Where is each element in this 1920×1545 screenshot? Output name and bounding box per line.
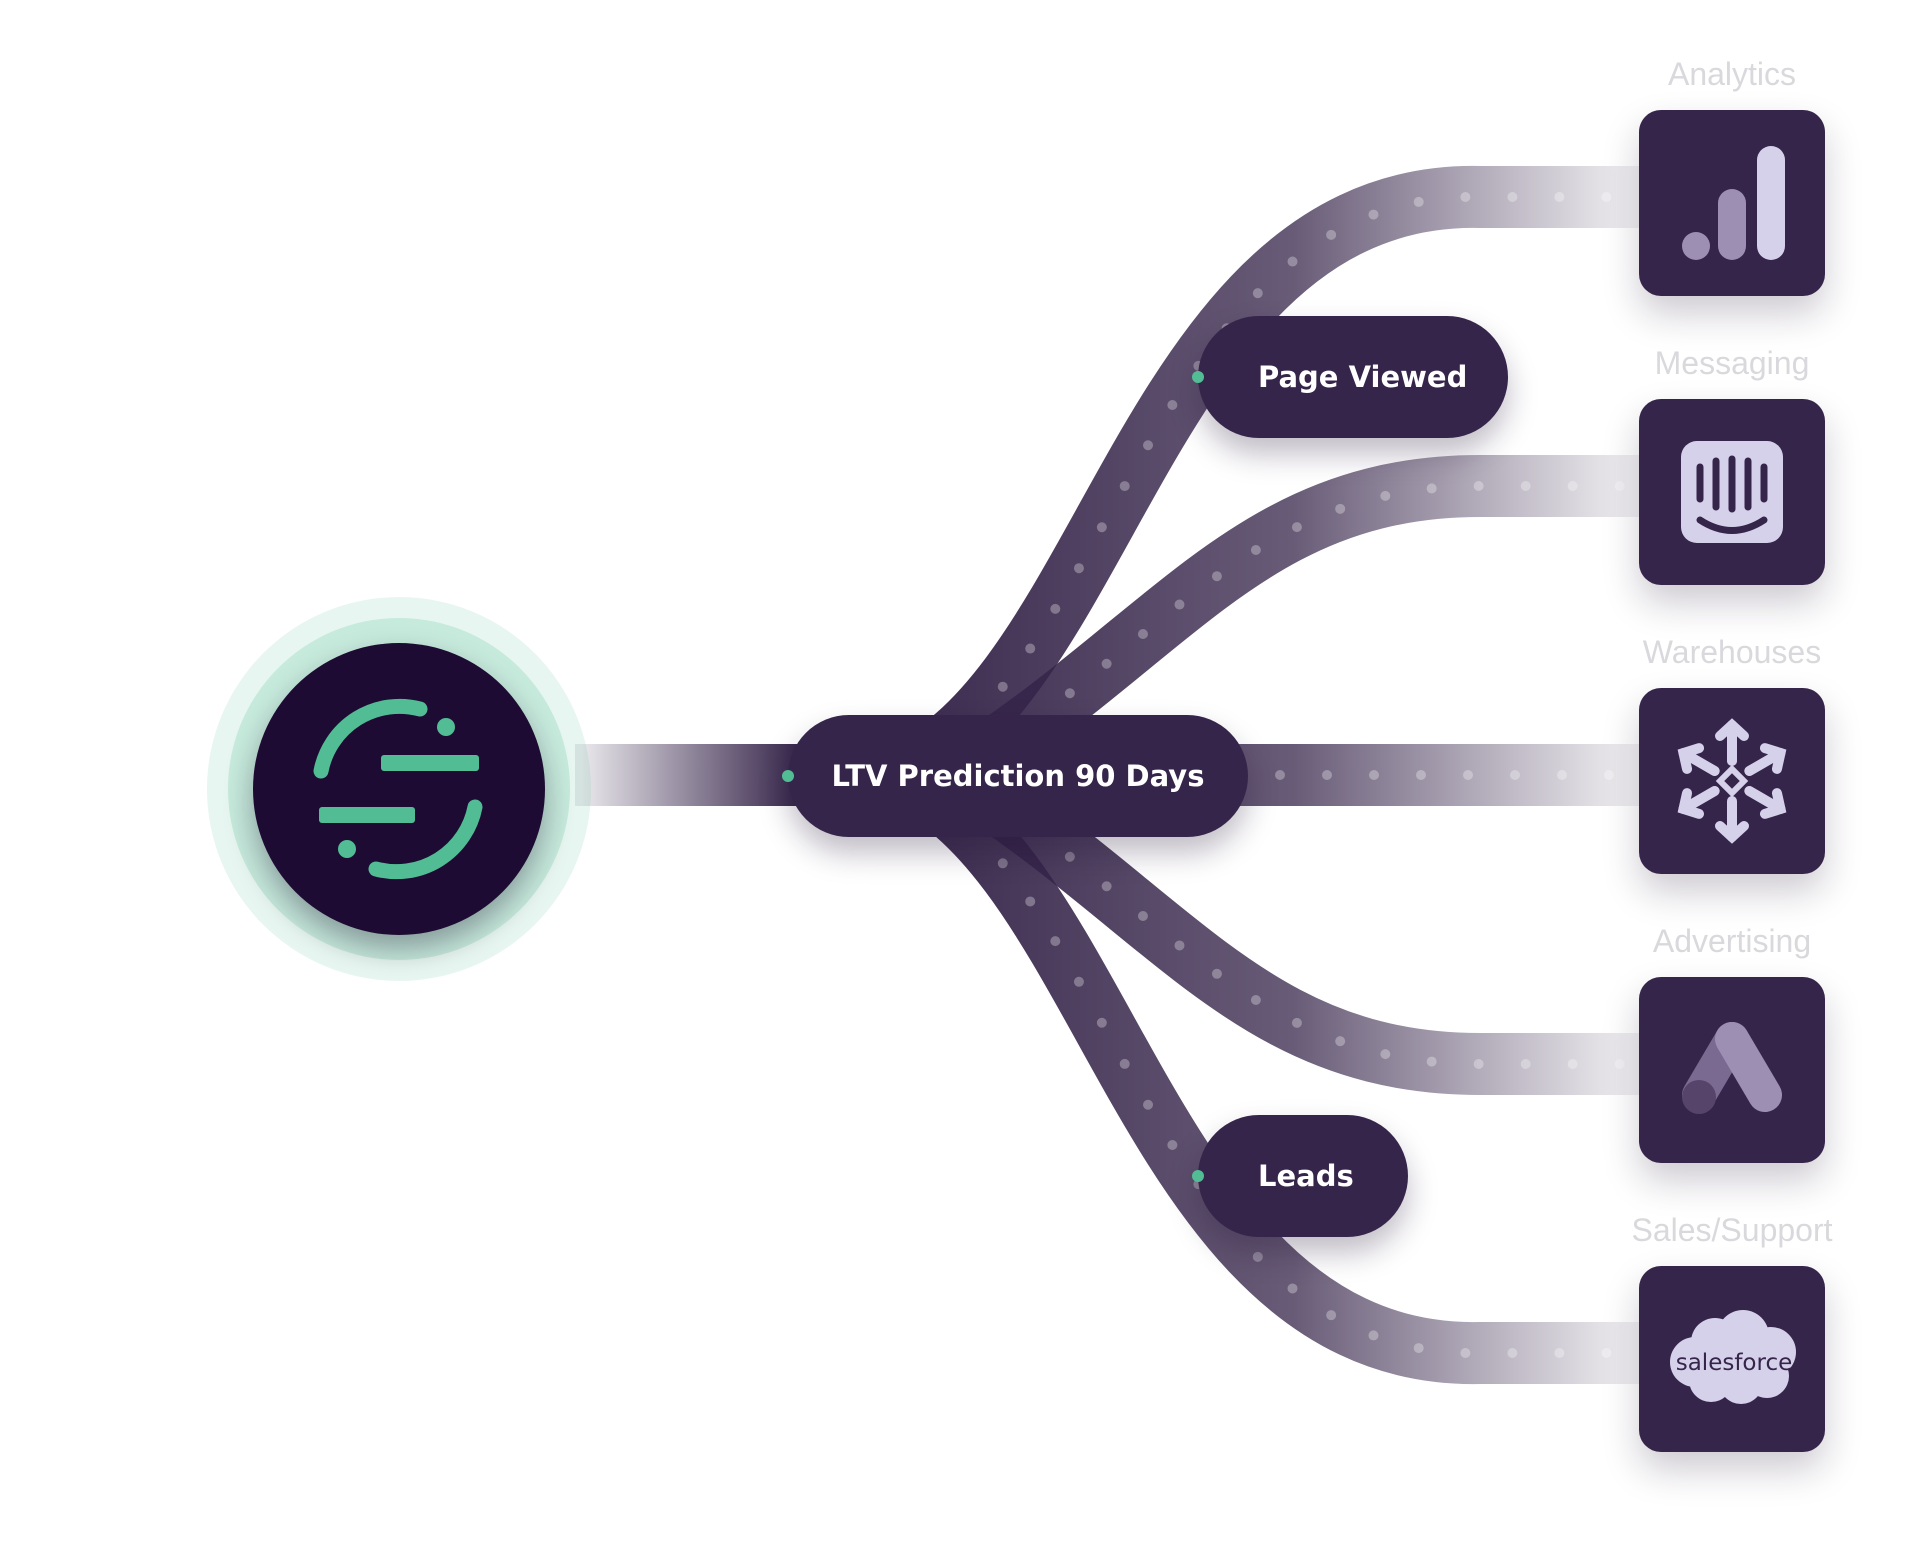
event-pill-ltv-prediction[interactable]: LTV Prediction 90 Days [782, 715, 1248, 837]
destination-tile-analytics[interactable] [1639, 110, 1825, 296]
category-label-messaging: Messaging [1654, 345, 1810, 381]
google-ads-icon [1682, 1022, 1782, 1114]
destination-tile-messaging[interactable] [1639, 399, 1825, 585]
category-label-sales-support: Sales/Support [1631, 1212, 1833, 1248]
event-label: Page Viewed [1258, 360, 1468, 394]
salesforce-icon: salesforce [1670, 1310, 1796, 1404]
destination-tile-warehouses[interactable] [1639, 688, 1825, 874]
event-label: Leads [1258, 1159, 1354, 1193]
salesforce-logo-text: salesforce [1676, 1350, 1793, 1376]
event-pill-page-viewed[interactable]: Page Viewed [1192, 316, 1508, 438]
intercom-icon [1681, 441, 1783, 543]
destination-tile-sales-support[interactable]: salesforce [1639, 1266, 1825, 1452]
segment-logo-icon [313, 698, 483, 880]
flow-dots [890, 191, 1625, 1359]
event-label: LTV Prediction 90 Days [831, 759, 1205, 793]
pill-connector-dot [1192, 371, 1204, 383]
pill-connector-dot [782, 770, 794, 782]
category-label-advertising: Advertising [1652, 923, 1812, 959]
pill-connector-dot [1192, 1170, 1204, 1182]
snowflake-icon [1677, 718, 1787, 844]
google-analytics-icon [1682, 146, 1785, 260]
event-pill-leads[interactable]: Leads [1192, 1115, 1408, 1237]
category-label-analytics: Analytics [1667, 56, 1797, 92]
destination-tile-advertising[interactable] [1639, 977, 1825, 1163]
segment-hub[interactable] [253, 643, 545, 935]
category-label-warehouses: Warehouses [1642, 634, 1822, 670]
